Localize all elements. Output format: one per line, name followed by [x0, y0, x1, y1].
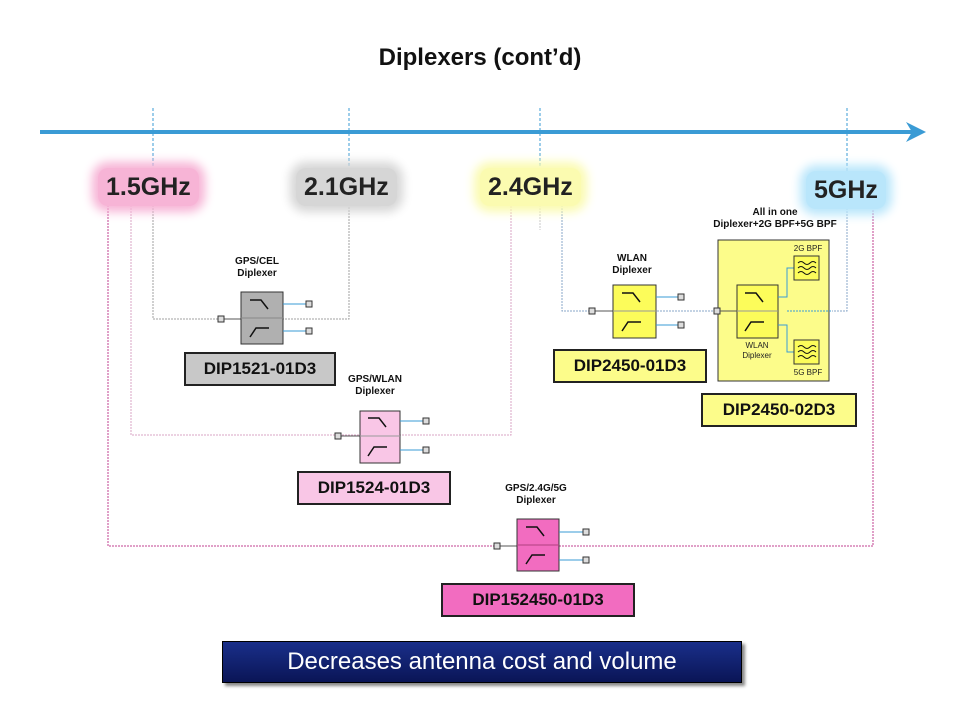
- gps-wlan-caption-line2: Diplexer: [355, 386, 395, 397]
- bpf-2g-label: 2G BPF: [793, 244, 823, 253]
- axis-ticks: [152, 108, 848, 172]
- all-in-one-caption-line1: All in one: [752, 207, 798, 218]
- freq-label-5ghz: 5GHz: [806, 171, 886, 209]
- gps-cel-caption: GPS/CEL Diplexer: [212, 256, 302, 280]
- gps-wlan-caption: GPS/WLAN Diplexer: [330, 374, 420, 398]
- freq-label-2-1ghz: 2.1GHz: [296, 168, 397, 206]
- page-title: Diplexers (cont’d): [378, 44, 582, 71]
- gps-24g-5g-caption-line1: GPS/2.4G/5G: [505, 483, 567, 494]
- bpf-5g-label: 5G BPF: [793, 368, 823, 377]
- part-dip2450-01: DIP2450-01D3: [553, 349, 707, 383]
- gps-24g-5g-diplexer-symbol: [493, 518, 590, 572]
- summary-banner: Decreases antenna cost and volume: [222, 641, 742, 683]
- gps-wlan-caption-line1: GPS/WLAN: [348, 374, 402, 385]
- wlan-caption: WLAN Diplexer: [590, 253, 674, 277]
- wlan-caption-line2: Diplexer: [612, 265, 652, 276]
- gps-cel-caption-line1: GPS/CEL: [235, 256, 279, 267]
- all-in-one-caption-line2: Diplexer+2G BPF+5G BPF: [713, 219, 837, 230]
- wlan-caption-line1: WLAN: [617, 253, 647, 264]
- all-in-one-caption: All in one Diplexer+2G BPF+5G BPF: [690, 207, 860, 231]
- part-dip1524: DIP1524-01D3: [297, 471, 451, 505]
- freq-label-1-5ghz: 1.5GHz: [98, 168, 199, 206]
- all-in-one-inner-line2: Diplexer: [742, 351, 772, 360]
- all-in-one-inner-line1: WLAN: [745, 341, 769, 350]
- wlan-diplexer-symbol: [588, 284, 685, 339]
- all-in-one-inner-caption: WLAN Diplexer: [732, 341, 782, 361]
- gps-24g-5g-caption-line2: Diplexer: [516, 495, 556, 506]
- gps-cel-caption-line2: Diplexer: [237, 268, 277, 279]
- axis-arrowhead: [906, 122, 926, 142]
- all-in-one-module-symbol: [713, 239, 832, 382]
- part-dip2450-02: DIP2450-02D3: [701, 393, 857, 427]
- gps-wlan-diplexer-symbol: [334, 410, 430, 464]
- gps-cel-diplexer-symbol: [217, 291, 313, 345]
- part-dip1521: DIP1521-01D3: [184, 352, 336, 386]
- gps-24g-5g-caption: GPS/2.4G/5G Diplexer: [486, 483, 586, 507]
- part-dip152450: DIP152450-01D3: [441, 583, 635, 617]
- freq-label-2-4ghz: 2.4GHz: [480, 168, 581, 206]
